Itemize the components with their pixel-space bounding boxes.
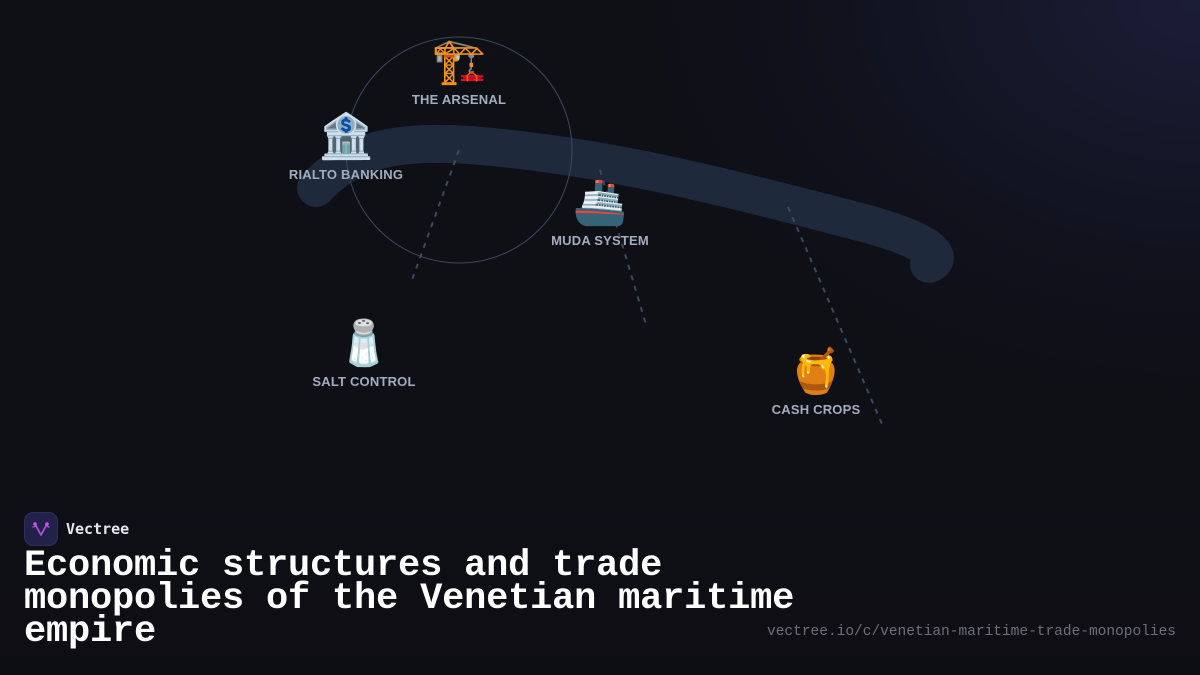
node-the-arsenal[interactable]: 🏗️ THE ARSENAL: [411, 37, 507, 108]
node-label: CASH CROPS: [771, 402, 861, 417]
node-cash-crops[interactable]: 🍯 CASH CROPS: [771, 347, 861, 418]
brand-name: Vectree: [66, 520, 130, 538]
bank-icon: 🏦: [318, 112, 374, 161]
node-salt-control[interactable]: 🧂 SALT CONTROL: [312, 319, 416, 390]
brand: Vectree: [24, 512, 129, 546]
salt-shaker-icon: 🧂: [336, 319, 392, 368]
page-url[interactable]: vectree.io/c/venetian-maritime-trade-mon…: [767, 624, 1176, 640]
honey-pot-icon: 🍯: [788, 347, 844, 396]
node-label: MUDA SYSTEM: [551, 233, 649, 248]
connector-line: [411, 149, 460, 281]
arsenal-highlight-circle: [345, 36, 573, 264]
page-title: Economic structures and trade monopolies…: [24, 545, 795, 653]
node-label: THE ARSENAL: [411, 92, 507, 107]
vectree-logo-icon: [24, 512, 58, 546]
trade-route-path: [297, 124, 954, 283]
construction-crane-icon: 🏗️: [431, 37, 487, 86]
node-label: SALT CONTROL: [312, 374, 416, 389]
node-muda-system[interactable]: 🚢 MUDA SYSTEM: [551, 178, 649, 249]
ship-icon: 🚢: [572, 178, 628, 227]
node-rialto-banking[interactable]: 🏦 RIALTO BANKING: [288, 112, 404, 183]
node-label: RIALTO BANKING: [288, 167, 404, 182]
